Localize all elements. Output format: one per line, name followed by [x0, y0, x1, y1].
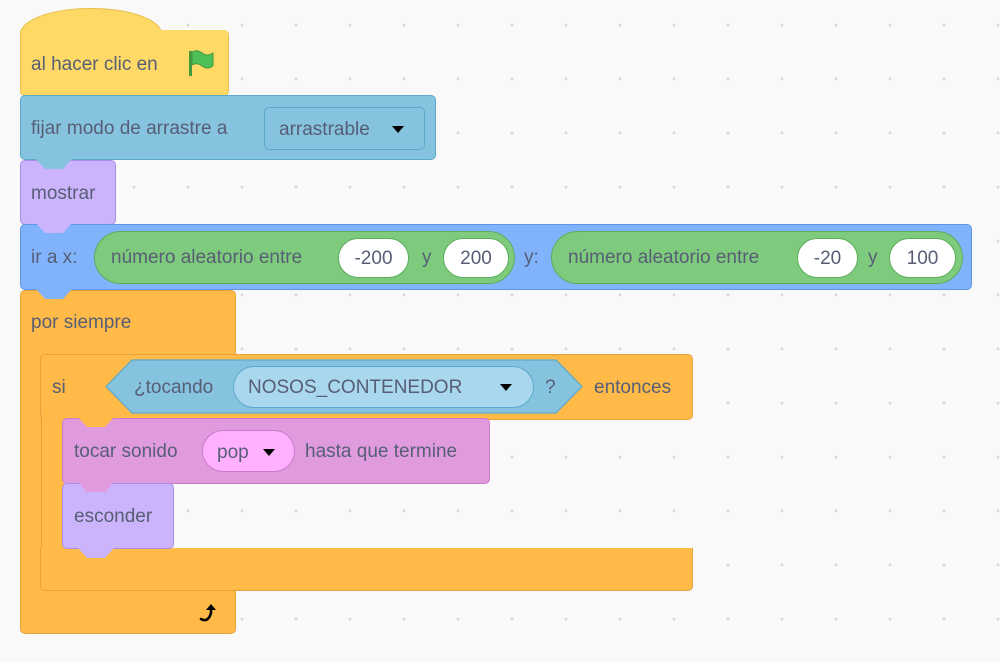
- sound-value: pop: [217, 442, 249, 463]
- hat-label: al hacer clic en: [31, 54, 158, 75]
- forever-bottom[interactable]: [20, 590, 236, 634]
- if-bottom[interactable]: [40, 548, 693, 591]
- play-sound-label: tocar sonido: [74, 441, 178, 462]
- drag-mode-value: arrastrable: [279, 119, 370, 140]
- touching-dropdown[interactable]: NOSOS_CONTENEDOR: [233, 366, 534, 408]
- random-y-from-input[interactable]: -20: [797, 238, 858, 278]
- goto-label: ir a x:: [31, 247, 78, 268]
- and-label: y: [868, 247, 878, 268]
- drag-mode-label: fijar modo de arrastre a: [31, 118, 228, 139]
- random-x-reporter[interactable]: número aleatorio entre -200 y 200: [94, 231, 515, 284]
- if-arm: [41, 415, 64, 551]
- if-label: si: [52, 377, 66, 398]
- goto-notch: [36, 223, 72, 233]
- random-label: número aleatorio entre: [568, 247, 760, 268]
- input-value: 100: [906, 248, 939, 269]
- hide-bottom-notch: [78, 548, 114, 558]
- play-sound-notch: [78, 417, 114, 427]
- chevron-down-icon: [500, 378, 512, 397]
- forever-top[interactable]: [20, 290, 236, 356]
- input-value: -20: [813, 248, 842, 269]
- hide-body[interactable]: [62, 483, 174, 549]
- and-label: y: [422, 247, 432, 268]
- show-label: mostrar: [31, 183, 96, 204]
- input-value: -200: [354, 248, 393, 269]
- touching-value: NOSOS_CONTENEDOR: [248, 377, 463, 398]
- goto-bottom-notch: [36, 289, 72, 299]
- green-flag-icon: [189, 50, 214, 76]
- show-notch: [36, 159, 72, 169]
- sound-dropdown[interactable]: pop: [202, 430, 295, 472]
- random-x-from-input[interactable]: -200: [338, 238, 409, 278]
- goto-y-label: y:: [524, 247, 539, 268]
- then-label: entonces: [594, 377, 672, 398]
- forever-arm: [20, 340, 43, 600]
- touching-label: ¿tocando: [134, 377, 214, 398]
- random-x-to-input[interactable]: 200: [443, 238, 509, 278]
- random-label: número aleatorio entre: [111, 247, 303, 268]
- chevron-down-icon: [392, 120, 404, 139]
- loop-arrow-icon: [199, 604, 216, 622]
- touching-question: ?: [545, 377, 556, 398]
- forever-label: por siempre: [31, 312, 132, 333]
- random-y-reporter[interactable]: número aleatorio entre -20 y 100: [551, 231, 963, 284]
- hide-notch: [78, 482, 114, 492]
- hide-label: esconder: [74, 506, 153, 527]
- chevron-down-icon: [263, 443, 275, 462]
- play-sound-suffix: hasta que termine: [305, 441, 458, 462]
- random-y-to-input[interactable]: 100: [889, 238, 956, 278]
- drag-mode-dropdown[interactable]: arrastrable: [264, 107, 425, 150]
- input-value: 200: [460, 248, 492, 269]
